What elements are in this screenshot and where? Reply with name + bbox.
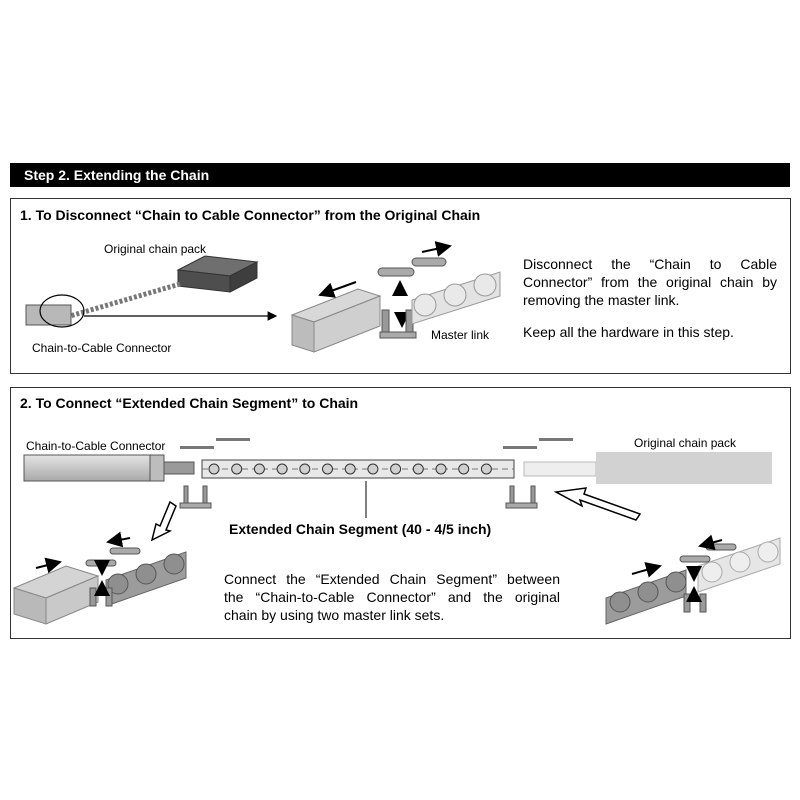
chain-roller [344,463,356,475]
chain-pack-image [176,255,259,293]
original-chain-pack-label: Original chain pack [104,242,207,256]
left-master-plates [180,438,250,449]
chain-roller [412,463,424,475]
highlight-circle [39,294,85,328]
enlarged-chain-image [411,271,501,325]
chain-roller [435,463,447,475]
chain-roller [322,463,333,475]
right-master-pins [505,485,538,509]
chain-roller [276,463,288,475]
chain-roller [299,463,311,475]
disconnect-line-3: removing the master link. [523,292,680,308]
detail-left-arrow-2 [106,531,131,548]
section2-title: 2. To Connect “Extended Chain Segment” t… [20,395,359,411]
detail-left-image [12,547,187,625]
detail-left-arrow-1 [35,557,62,574]
disconnect-line-2: Connector” from the original chain by [523,274,777,290]
connect-line-3: chain by using two master link sets. [224,607,445,623]
chain-roller [367,463,379,475]
step-title: Step 2. Extending the Chain [24,167,210,183]
chain-roller [253,463,265,475]
connect-line-1: Connect the “Extended Chain Segment” bet… [224,571,560,587]
detail-right-image [605,537,781,625]
small-chain-image [69,281,181,319]
detail-right-arrow-2 [698,534,723,551]
master-link-label: Master link [431,328,490,342]
master-link-plate-top [377,257,447,277]
hollow-arrow-right [553,487,642,521]
right-master-plates [503,438,573,449]
small-connector-image [25,304,72,326]
enlarged-connector-image [290,288,382,353]
chain-roller [480,463,492,475]
hollow-arrow-left [150,500,177,542]
chain-roller [231,463,243,475]
left-master-pins [179,485,212,509]
detail-right-arrow-1 [631,562,662,578]
connector-bar-image [23,454,195,482]
step-header-bar: Step 2. Extending the Chain [10,163,790,187]
connect-line-2: the “Chain-to-Cable Connector” and the o… [224,589,560,605]
connector-label: Chain-to-Cable Connector [32,341,172,355]
section1-title: 1. To Disconnect “Chain to Cable Connect… [20,207,481,223]
original-chain-pack-label-2: Original chain pack [634,436,737,450]
chain-roller [390,463,402,475]
chain-roller [208,463,220,475]
chain-roller [458,463,470,475]
connect-instructions: Connect the “Extended Chain Segment” bet… [224,570,560,624]
keep-hardware-note: Keep all the hardware in this step. [523,324,734,340]
plate-right-arrow [421,241,452,257]
disconnect-line-1: Disconnect the “Chain to Cable [523,256,777,272]
extended-segment-label: Extended Chain Segment (40 - 4/5 inch) [229,521,492,537]
disconnect-instructions: Disconnect the “Chain to Cable Connector… [523,255,777,309]
right-chain-pack-image [523,452,772,484]
connector-label-2: Chain-to-Cable Connector [26,439,166,453]
pull-left-arrow [318,281,357,298]
